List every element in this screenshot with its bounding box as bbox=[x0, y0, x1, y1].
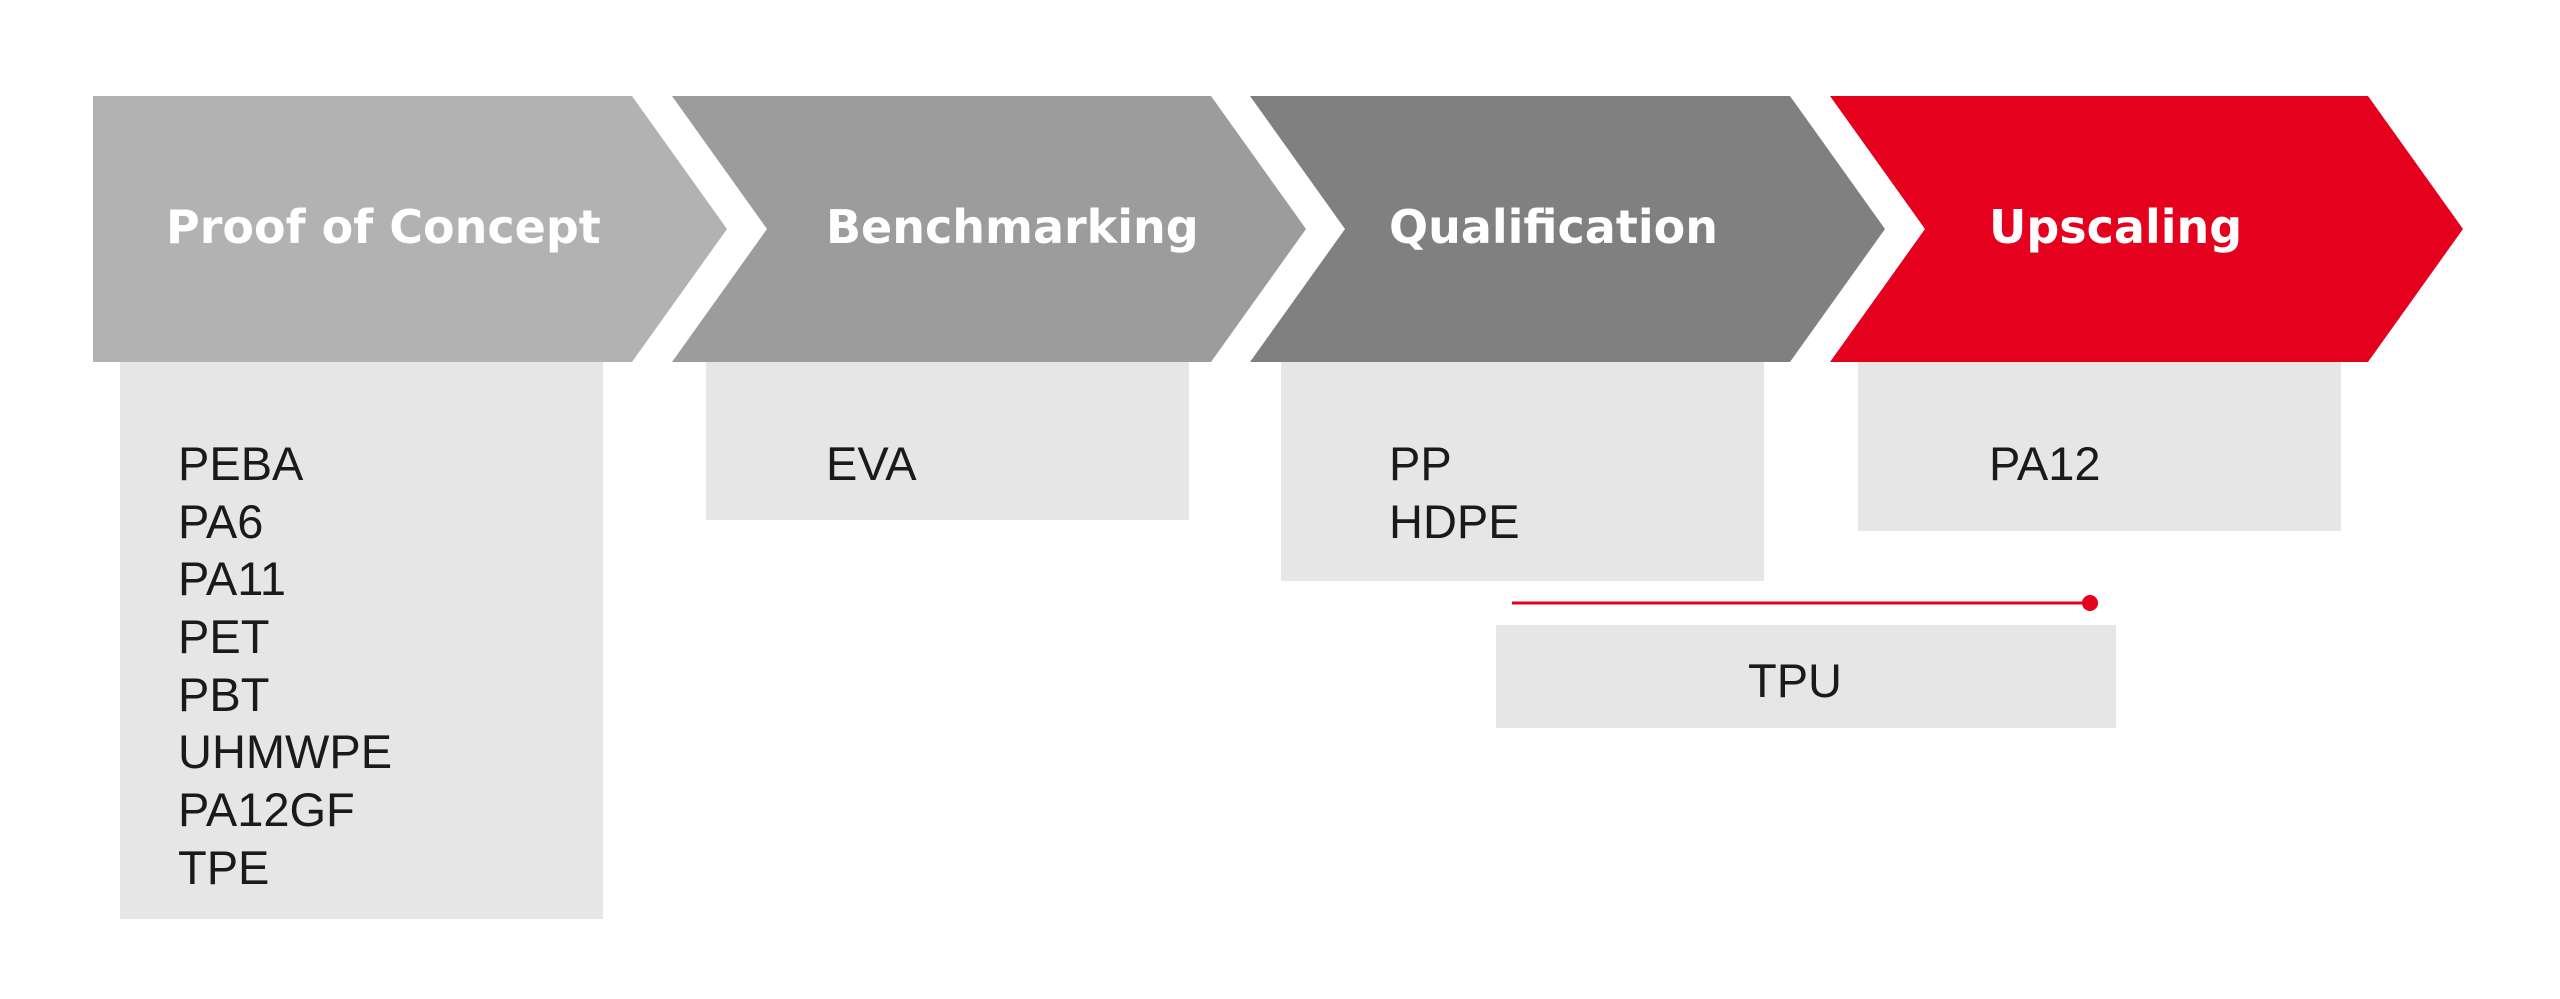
materials-box-proof-of-concept bbox=[120, 362, 603, 919]
material-item: EVA bbox=[826, 437, 917, 490]
stage-label-benchmarking: Benchmarking bbox=[826, 200, 1199, 254]
material-item: UHMWPE bbox=[178, 725, 392, 778]
material-item: PET bbox=[178, 610, 269, 663]
material-item: PP bbox=[1389, 437, 1452, 490]
stage-label-qualification: Qualification bbox=[1389, 200, 1718, 254]
material-item: PA6 bbox=[178, 495, 263, 548]
materials-box-benchmarking bbox=[706, 362, 1189, 520]
materials-box-transition bbox=[1496, 625, 2116, 728]
material-item: PA12 bbox=[1989, 437, 2101, 490]
material-item: HDPE bbox=[1389, 495, 1520, 548]
transition-connector-endpoint bbox=[2082, 595, 2098, 611]
material-item: PEBA bbox=[178, 437, 304, 490]
stage-arrow-upscaling bbox=[1830, 96, 2463, 362]
stage-arrow-benchmarking bbox=[672, 96, 1306, 362]
materials-box-qualification bbox=[1281, 362, 1764, 581]
material-item: PA11 bbox=[178, 552, 286, 605]
transition-material: TPU bbox=[1748, 654, 1842, 707]
stage-arrow-proof-of-concept bbox=[93, 96, 727, 362]
material-item: TPE bbox=[178, 841, 269, 894]
material-item: PBT bbox=[178, 668, 269, 721]
stage-label-proof-of-concept: Proof of Concept bbox=[166, 200, 601, 254]
materials-box-upscaling bbox=[1858, 362, 2341, 531]
stage-arrow-qualification bbox=[1250, 96, 1885, 362]
material-item: PA12GF bbox=[178, 783, 355, 836]
stage-label-upscaling: Upscaling bbox=[1989, 200, 2242, 254]
